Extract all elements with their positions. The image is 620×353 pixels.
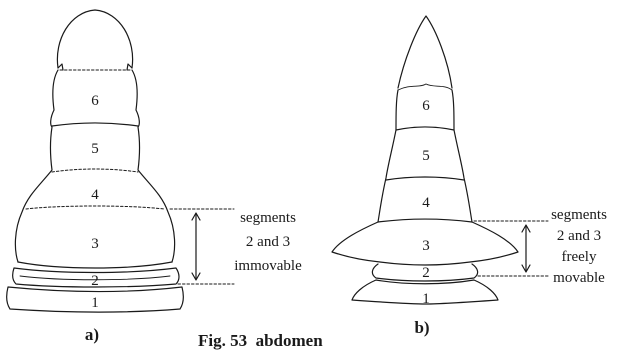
annotation-b-line-3: freely bbox=[562, 249, 597, 265]
abdomen-b-left-contour bbox=[378, 90, 398, 222]
annotation-b: segments 2 and 3 freely movable bbox=[474, 207, 607, 286]
abdomen-a-seg3-bottom bbox=[18, 262, 172, 268]
abdomen-b-seg6-number: 6 bbox=[422, 98, 430, 114]
abdomen-b-tip bbox=[398, 16, 452, 88]
abdomen-a-seg5-number: 5 bbox=[91, 141, 99, 157]
abdomen-b-right-contour bbox=[452, 90, 472, 222]
abdomen-a-seg2-number: 2 bbox=[91, 273, 99, 289]
annotation-b-line-1: segments bbox=[551, 207, 607, 223]
annotation-a-line-1: segments bbox=[240, 210, 296, 226]
annotation-a: segments 2 and 3 immovable bbox=[170, 209, 302, 284]
abdomen-a-left-contour bbox=[15, 70, 58, 262]
abdomen-b-seg4-number: 4 bbox=[422, 195, 430, 211]
annotation-b-line-2: 2 and 3 bbox=[557, 228, 601, 244]
panel-b-label: b) bbox=[414, 318, 429, 337]
figure-caption: Fig. 53 abdomen bbox=[198, 331, 323, 350]
abdomen-b-seg2-number: 2 bbox=[422, 265, 430, 281]
abdomen-a-right-contour bbox=[132, 70, 175, 262]
abdomen-a-numbers: 6 5 4 3 2 1 bbox=[91, 93, 99, 311]
abdomen-a-joint-5-4 bbox=[52, 169, 138, 172]
annotation-a-line-3: immovable bbox=[234, 258, 302, 274]
abdomen-a-joint-4-3 bbox=[26, 206, 164, 209]
abdomen-a-joint-6-5 bbox=[52, 123, 138, 126]
abdomen-a-seg3-number: 3 bbox=[91, 236, 99, 252]
abdomen-b-seg3-number: 3 bbox=[422, 238, 430, 254]
abdomen-a-tip bbox=[57, 10, 132, 68]
abdomen-b-joint-5-4 bbox=[386, 177, 464, 180]
abdomen-a-drawing bbox=[7, 10, 184, 312]
abdomen-b-joint-6-5 bbox=[396, 127, 454, 130]
abdomen-a-seg1-number: 1 bbox=[91, 295, 99, 311]
abdomen-a-notch-right bbox=[127, 64, 132, 70]
abdomen-a-seg6-number: 6 bbox=[91, 93, 99, 109]
abdomen-b-seg1-number: 1 bbox=[422, 291, 430, 307]
abdomen-b-joint-7 bbox=[398, 84, 452, 90]
annotation-a-line-2: 2 and 3 bbox=[246, 234, 290, 250]
annotation-b-line-4: movable bbox=[553, 270, 605, 286]
panel-a-label: a) bbox=[85, 325, 99, 344]
abdomen-a-seg4-number: 4 bbox=[91, 187, 99, 203]
abdomen-a-notch-left bbox=[58, 64, 63, 70]
abdomen-b-seg5-number: 5 bbox=[422, 148, 430, 164]
abdomen-b-numbers: 6 5 4 3 2 1 bbox=[422, 98, 430, 307]
